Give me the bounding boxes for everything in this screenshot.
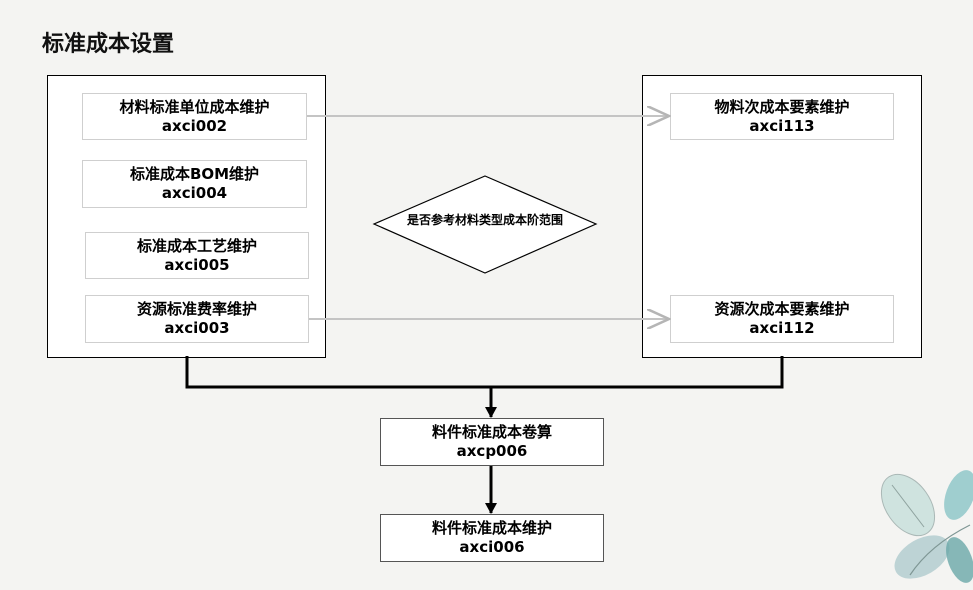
node-code: axci006 xyxy=(459,538,525,556)
node-axci004[interactable]: 标准成本BOM维护 axci004 xyxy=(82,160,307,208)
node-label: 料件标准成本维护 xyxy=(431,519,552,537)
decision-label: 是否参考材料类型成本阶范围 xyxy=(406,213,563,227)
node-label: 标准成本BOM维护 xyxy=(129,165,260,183)
node-code: axci113 xyxy=(749,116,815,135)
node-axci006[interactable]: 料件标准成本维护 axci006 xyxy=(380,514,604,562)
node-axci113[interactable]: 物料次成本要素维护 axci113 xyxy=(670,93,894,140)
node-axci002[interactable]: 材料标准单位成本维护 axci002 xyxy=(82,93,307,140)
node-code: axci004 xyxy=(161,184,228,202)
node-axcp006[interactable]: 料件标准成本卷算 axcp006 xyxy=(380,418,604,466)
node-code: axci005 xyxy=(164,255,230,274)
leaf-decoration-icon xyxy=(880,470,973,583)
node-label: 料件标准成本卷算 xyxy=(431,423,552,441)
node-axci003[interactable]: 资源标准费率维护 axci003 xyxy=(85,295,309,343)
node-code: axcp006 xyxy=(456,442,528,460)
node-code: axci112 xyxy=(749,319,815,337)
node-label: 材料标准单位成本维护 xyxy=(119,97,270,116)
decision-diamond xyxy=(372,175,598,274)
node-code: axci003 xyxy=(164,319,230,337)
node-label: 标准成本工艺维护 xyxy=(136,236,257,255)
node-label: 物料次成本要素维护 xyxy=(714,97,850,116)
node-label: 资源次成本要素维护 xyxy=(714,300,850,318)
node-code: axci002 xyxy=(161,116,228,135)
node-axci005[interactable]: 标准成本工艺维护 axci005 xyxy=(85,232,309,279)
node-axci112[interactable]: 资源次成本要素维护 axci112 xyxy=(670,295,894,343)
node-label: 资源标准费率维护 xyxy=(136,300,257,318)
page-title: 标准成本设置 xyxy=(42,32,175,57)
merge-connector xyxy=(185,356,784,389)
